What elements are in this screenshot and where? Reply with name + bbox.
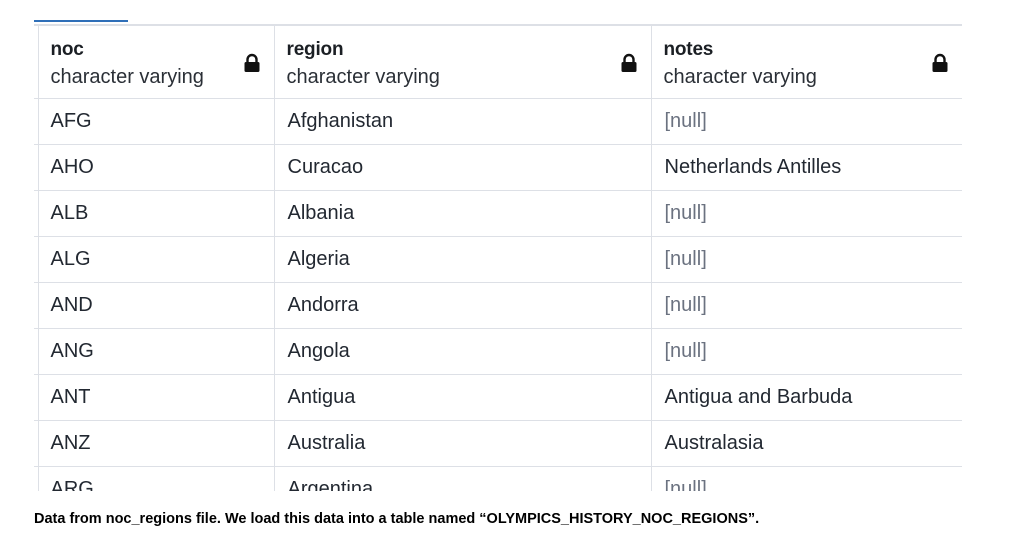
figure-caption: Data from noc_regions file. We load this… [34,511,760,527]
cell-notes[interactable]: Netherlands Antilles [650,144,962,191]
cell-noc[interactable]: ANZ [37,420,275,467]
cell-notes[interactable]: [null] [650,466,962,491]
cell-region[interactable]: Algeria [273,236,652,283]
cell-region[interactable]: Andorra [273,282,652,329]
cell-notes[interactable]: [null] [650,98,962,145]
cell-region[interactable]: Antigua [273,374,652,421]
column-name: region [286,39,344,60]
cell-region[interactable]: Albania [273,190,652,237]
table-row[interactable]: ALG Algeria [null] [34,236,962,283]
lock-icon [621,53,636,72]
cell-noc[interactable]: AND [37,282,275,329]
column-type: character varying [50,66,204,88]
cell-noc[interactable]: ALG [37,236,275,283]
data-output-grid: noc character varying region character v… [34,24,962,491]
header-row: noc character varying region character v… [34,25,962,99]
cell-notes[interactable]: Australasia [650,420,962,467]
cell-region[interactable]: Angola [273,328,652,375]
cell-region[interactable]: Curacao [273,144,652,191]
column-type: character varying [286,66,440,88]
table-row[interactable]: ARG Argentina [null] [34,466,962,491]
cell-noc[interactable]: ALB [37,190,275,237]
column-header-noc[interactable]: noc character varying [37,25,275,99]
table-row[interactable]: AFG Afghanistan [null] [34,98,962,145]
cell-noc[interactable]: AFG [37,98,275,145]
cell-notes[interactable]: [null] [650,236,962,283]
cell-notes[interactable]: [null] [650,190,962,237]
cell-region[interactable]: Australia [273,420,652,467]
cell-notes[interactable]: [null] [650,328,962,375]
cell-region[interactable]: Argentina [273,466,652,491]
table-row[interactable]: ANZ Australia Australasia [34,420,962,467]
column-header-notes[interactable]: notes character varying [650,25,962,99]
cell-notes[interactable]: Antigua and Barbuda [650,374,962,421]
table-row[interactable]: AHO Curacao Netherlands Antilles [34,144,962,191]
cell-noc[interactable]: ANT [37,374,275,421]
table-row[interactable]: ALB Albania [null] [34,190,962,237]
table-row[interactable]: ANT Antigua Antigua and Barbuda [34,374,962,421]
column-header-region[interactable]: region character varying [273,25,652,99]
table-row[interactable]: ANG Angola [null] [34,328,962,375]
lock-icon [244,53,259,72]
table-row[interactable]: AND Andorra [null] [34,282,962,329]
cell-noc[interactable]: AHO [37,144,275,191]
results-table: noc character varying region character v… [34,25,962,491]
lock-icon [932,53,947,72]
cell-noc[interactable]: ANG [37,328,275,375]
cell-region[interactable]: Afghanistan [273,98,652,145]
active-tab-indicator [34,20,128,22]
cell-notes[interactable]: [null] [650,282,962,329]
column-name: notes [663,39,714,60]
cell-noc[interactable]: ARG [37,466,275,491]
column-name: noc [50,39,84,60]
column-type: character varying [663,66,817,88]
